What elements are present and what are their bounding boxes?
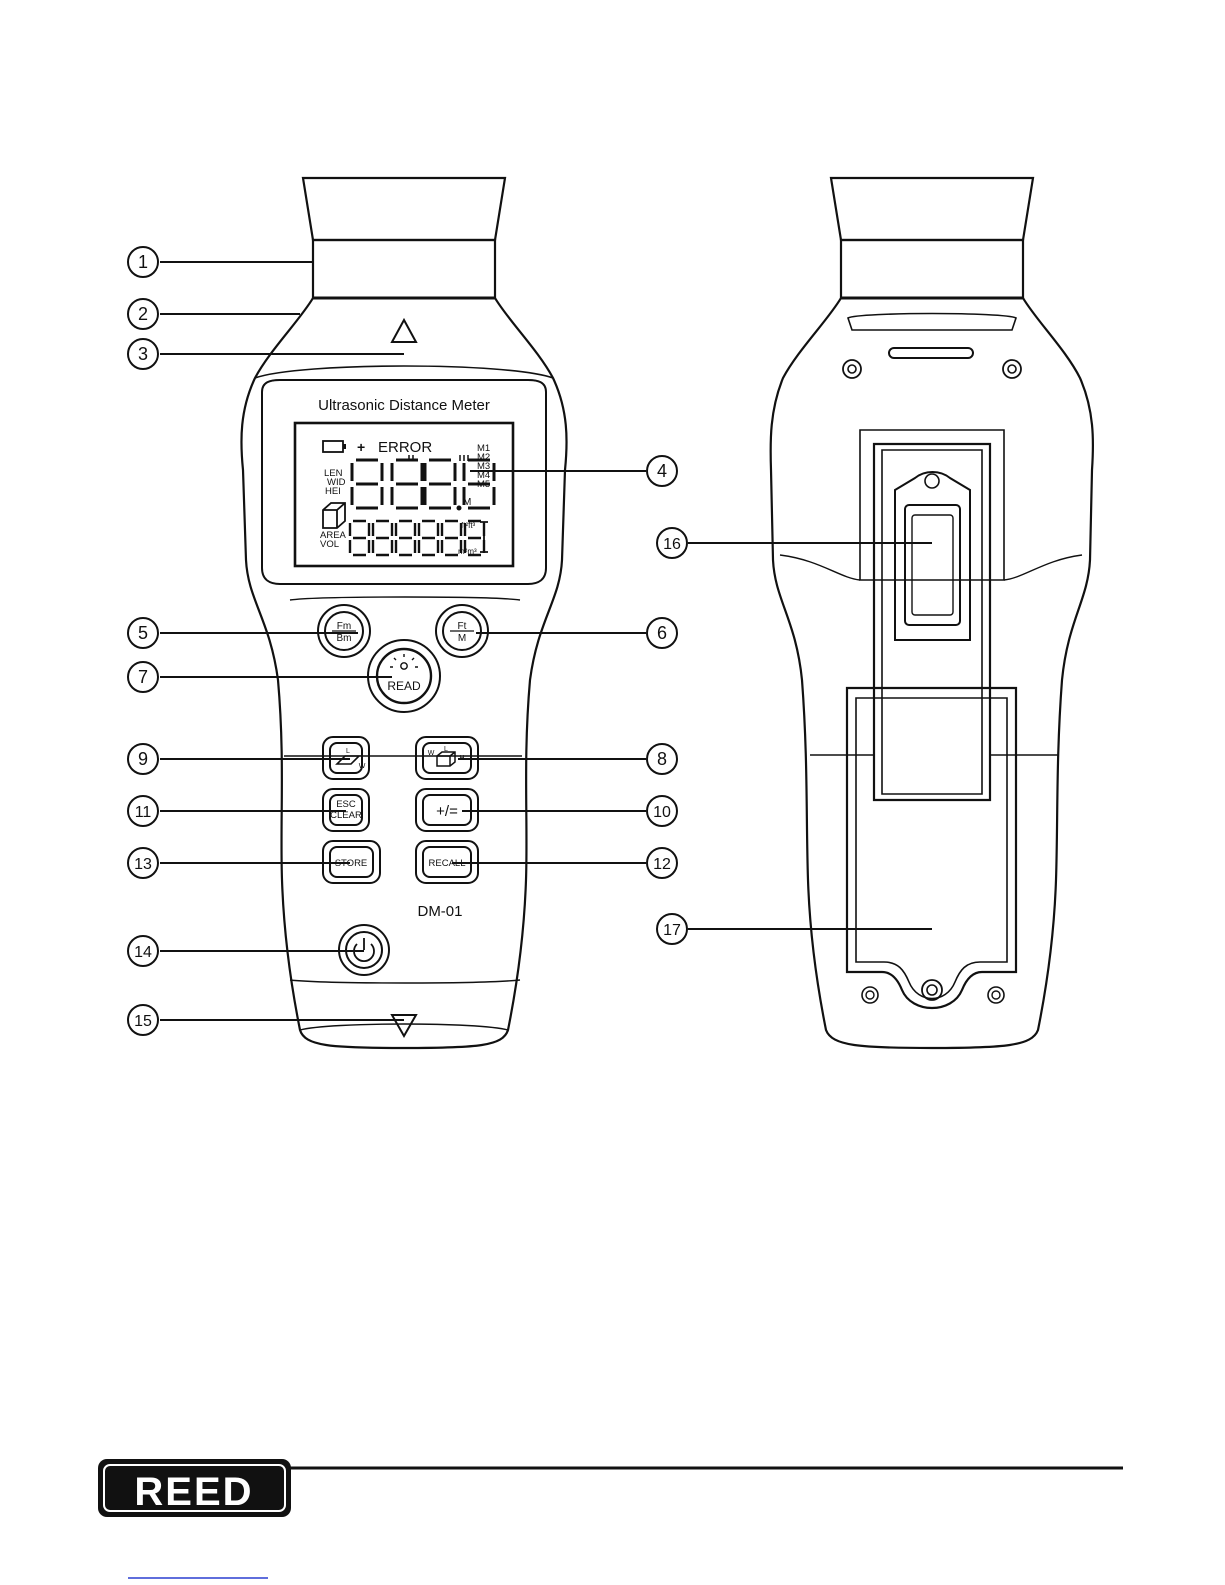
cube-icon (323, 503, 345, 528)
back-sensor-cone (831, 178, 1033, 240)
bm-label: Bm (337, 633, 352, 644)
callout-7: 7 (138, 667, 148, 687)
callout-11: 11 (135, 804, 152, 821)
read-label: READ (387, 679, 421, 693)
callout-5: 5 (138, 623, 148, 643)
plus-equals-label: +/= (436, 803, 458, 820)
model-label: DM-01 (417, 903, 462, 920)
volume-icon (437, 752, 455, 766)
back-view (771, 178, 1093, 1048)
lcd-error: ERROR (378, 439, 432, 456)
laser-down-triangle (392, 1015, 416, 1036)
footer: REED (98, 1459, 1123, 1578)
callout-1: 1 (138, 252, 148, 272)
ft-label: Ft (458, 621, 467, 632)
area-l-label: L (346, 748, 350, 755)
reed-logo-text: REED (134, 1470, 253, 1514)
lcd-hei: HEI (325, 486, 341, 497)
callout-16: 16 (663, 536, 681, 553)
area-w-label: W (359, 763, 366, 770)
emitter-up-triangle (392, 320, 416, 342)
callout-9: 9 (138, 749, 148, 769)
lcd-memory-5: M5 (477, 479, 490, 490)
fm-label: Fm (337, 621, 351, 632)
belt-clip (874, 444, 990, 800)
callout-2: 2 (138, 304, 148, 324)
callout-13: 13 (134, 856, 152, 873)
back-body-outline (771, 298, 1093, 1048)
lcd-plus: + (357, 439, 365, 455)
esc-label: ESC (336, 799, 356, 810)
lcd-vol: VOL (320, 539, 339, 550)
callout-15: 15 (134, 1013, 152, 1030)
callout-4: 4 (657, 461, 667, 481)
lcd-unit-m: M (463, 497, 471, 508)
battery-icon (323, 441, 343, 452)
device-title: Ultrasonic Distance Meter (318, 397, 490, 414)
vol-l-label: L (444, 746, 448, 753)
sensor-housing (313, 240, 495, 298)
lcd-unit-m2: m²m³ (458, 547, 477, 556)
light-icon (401, 663, 407, 669)
lcd-unit-ft: ft²ft³ (461, 521, 476, 530)
front-view (241, 178, 566, 1048)
callout-6: 6 (657, 623, 667, 643)
bracket-icon (480, 522, 488, 552)
callout-12: 12 (653, 856, 671, 873)
m-label: M (458, 633, 466, 644)
vol-w-label: W (428, 750, 435, 757)
sensor-cone (303, 178, 505, 240)
callout-3: 3 (138, 344, 148, 364)
callout-10: 10 (653, 804, 671, 821)
callout-17: 17 (663, 922, 681, 939)
callout-8: 8 (657, 749, 667, 769)
callout-14: 14 (134, 944, 152, 961)
